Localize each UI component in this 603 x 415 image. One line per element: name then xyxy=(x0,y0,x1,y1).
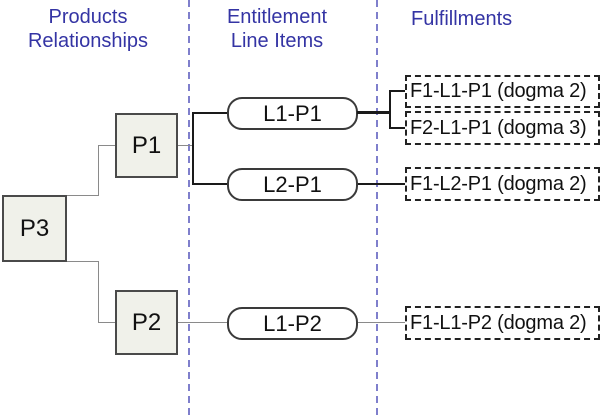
connector-p3-p1-h2 xyxy=(98,145,115,146)
node-fulfillment-f1-l2-p1: F1-L2-P1 (dogma 2) xyxy=(405,167,600,201)
column-header-products: Products Relationships xyxy=(18,5,158,53)
node-fulfillment-f1-l1-p2-label: F1-L1-P2 (dogma 2) xyxy=(410,311,587,334)
column-header-entitlement-line2: Line Items xyxy=(230,30,324,52)
connector-p1-l2p1-h xyxy=(192,183,227,185)
column-header-products-line2: Relationships xyxy=(27,30,149,52)
node-fulfillment-f1-l1-p1-label: F1-L1-P1 (dogma 2) xyxy=(410,80,587,102)
connector-p3-p1-h1 xyxy=(67,195,98,196)
node-product-p1: P1 xyxy=(115,113,178,178)
connector-p3-p2-h1 xyxy=(67,261,98,262)
connector-p1-branch-stub xyxy=(178,145,194,146)
node-line-item-l1-p1-label: L1-P1 xyxy=(263,100,322,126)
node-product-p2-label: P2 xyxy=(131,308,162,336)
connector-p1-l1p1-h xyxy=(192,112,227,114)
connector-l2p1-f1l2p1 xyxy=(358,183,405,185)
connector-p1-branch-v xyxy=(192,112,194,185)
node-line-item-l1-p1: L1-P1 xyxy=(227,97,358,130)
node-line-item-l1-p2: L1-P2 xyxy=(227,307,358,340)
node-fulfillment-f1-l1-p2: F1-L1-P2 (dogma 2) xyxy=(405,306,600,340)
connector-l1p1-f2-h xyxy=(389,127,405,129)
node-product-p1-label: P1 xyxy=(131,131,162,159)
column-divider-2 xyxy=(376,0,378,415)
node-line-item-l2-p1: L2-P1 xyxy=(227,168,358,201)
node-product-p2: P2 xyxy=(115,290,178,355)
node-fulfillment-f2-l1-p1: F2-L1-P1 (dogma 3) xyxy=(405,111,600,145)
node-product-p3-label: P3 xyxy=(19,214,50,242)
column-header-fulfillments-line1: Fulfillments xyxy=(411,8,513,30)
column-divider-1 xyxy=(188,0,190,415)
connector-p2-l1p2 xyxy=(178,322,227,323)
connector-l1p1-branch-stub xyxy=(357,111,390,114)
node-fulfillment-f1-l2-p1-label: F1-L2-P1 (dogma 2) xyxy=(410,172,587,195)
column-header-entitlement-line1: Entitlement xyxy=(226,6,328,28)
column-header-products-line1: Products xyxy=(48,6,128,28)
column-header-fulfillments: Fulfillments xyxy=(411,7,512,31)
node-line-item-l1-p2-label: L1-P2 xyxy=(263,310,322,336)
node-fulfillment-f1-l1-p1: F1-L1-P1 (dogma 2) xyxy=(405,75,600,108)
connector-l1p2-f1l1p2 xyxy=(358,322,405,323)
connector-p3-p2-h2 xyxy=(98,322,115,323)
column-header-entitlement-line-items: Entitlement Line Items xyxy=(207,5,347,53)
node-fulfillment-f2-l1-p1-label: F2-L1-P1 (dogma 3) xyxy=(410,116,587,139)
node-line-item-l2-p1-label: L2-P1 xyxy=(263,171,322,197)
connector-p3-p1-v xyxy=(98,145,99,196)
connector-p3-p2-v xyxy=(98,261,99,323)
connector-l1p1-f1-h xyxy=(389,90,405,92)
node-product-p3: P3 xyxy=(2,195,67,262)
connector-l1p1-branch-v xyxy=(389,90,391,129)
